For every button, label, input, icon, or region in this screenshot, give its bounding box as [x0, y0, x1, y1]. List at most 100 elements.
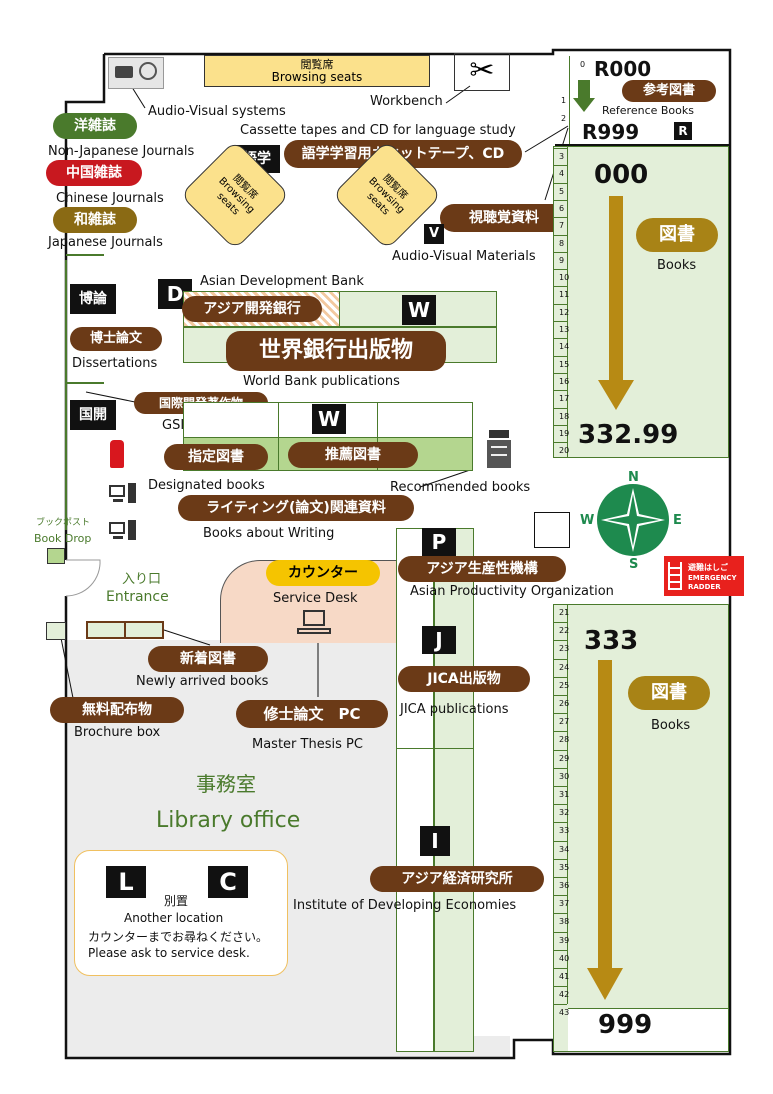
books-upper-arrow-head: [598, 380, 634, 410]
books-lower-row-number: 35: [559, 862, 570, 872]
apo-label: Asian Productivity Organization: [410, 584, 614, 599]
shelf-divider-1: [278, 403, 279, 437]
books-lower-row-number: 41: [559, 972, 570, 981]
l-block: L: [106, 866, 146, 898]
apo-block: P: [422, 528, 456, 556]
compass-star-icon: [601, 488, 665, 552]
books-upper-label: Books: [657, 258, 697, 273]
books-lower-label: Books: [651, 718, 691, 733]
shelf-row-line: [554, 442, 567, 444]
shelf-row-line: [554, 303, 567, 305]
browsing-seats-top-jp: 閲覧席: [300, 58, 334, 71]
books-upper-row-number: 18: [559, 411, 570, 421]
reference-start: R000: [594, 57, 652, 81]
shelf-row-line: [554, 165, 567, 167]
jica-pill: JICA出版物: [398, 666, 530, 692]
books-lower-row-number: 31: [559, 790, 570, 799]
books-lower-row-number: 21: [559, 608, 570, 617]
shelf-row-line: [554, 731, 567, 733]
shelf-divider-3: [278, 438, 279, 470]
shelf-row-line: [554, 840, 567, 842]
middle-shelf-column-a: [396, 528, 434, 1052]
ide-block: I: [420, 826, 450, 856]
books-upper-row-number: 15: [559, 359, 570, 369]
v-block: V: [424, 224, 444, 244]
books-lower-divider: [567, 604, 568, 1004]
copier-icon: [487, 430, 513, 470]
adb-shelf-divider: [339, 292, 340, 326]
ide-label: Institute of Developing Economies: [293, 898, 517, 913]
shelf-row-line: [554, 895, 567, 897]
shelf-row-line: [554, 931, 567, 933]
another-en2: Please ask to service desk.: [88, 946, 250, 960]
books-lower-row-number: 22: [559, 626, 570, 636]
compass-s: S: [629, 557, 639, 572]
another-jp: 別置: [164, 894, 189, 908]
shelf-row-line: [554, 199, 567, 201]
shelf-row-line: [554, 355, 567, 357]
books-upper-shelf: [553, 146, 729, 458]
shelf-row-line: [554, 676, 567, 678]
emergency-en2: RADDER: [688, 583, 721, 591]
books-upper-row-number: 13: [559, 325, 570, 334]
office-jp: 事務室: [196, 772, 256, 796]
recommended-label: Recommended books: [390, 480, 531, 495]
shelf-row-line: [554, 658, 567, 660]
books-lower-row-number: 26: [559, 699, 570, 708]
writing-label: Books about Writing: [203, 526, 335, 541]
another-jp2: カウンターまでお尋ねください。: [88, 930, 269, 944]
books-lower-end: 999: [598, 1010, 653, 1040]
books-upper-row-number: 4: [559, 169, 565, 179]
books-lower-row-number: 23: [559, 644, 570, 654]
designated-pill: 指定図書: [164, 444, 268, 470]
books-upper-row-number: 8: [559, 238, 565, 248]
compass-n: N: [628, 470, 639, 485]
non-japanese-journals-label: Non-Japanese Journals: [48, 144, 195, 159]
emergency-ladder-sign: 避難はしご EMERGENCY RADDER: [664, 556, 744, 596]
thesis-pc-label: Master Thesis PC: [252, 737, 363, 752]
ref-num-1: 1: [561, 96, 567, 105]
ref-num-0: 0: [580, 60, 586, 69]
laptop-icon: [297, 610, 333, 638]
books-upper-divider: [567, 146, 568, 458]
counter-pill: カウンター: [266, 560, 380, 586]
brochure-box: [46, 622, 66, 640]
shelf-row-line: [554, 877, 567, 878]
books-lower-row-number: 38: [559, 917, 570, 927]
books-lower-row-number: 40: [559, 953, 570, 963]
av-systems-icon: [108, 57, 164, 89]
entrance-jp: 入り口: [122, 572, 162, 587]
middle-shelf-divider: [396, 748, 474, 749]
bookdrop-box: [47, 548, 65, 564]
books-upper-row-number: 7: [559, 221, 565, 231]
books-upper-row-number: 16: [559, 376, 570, 386]
adb-pill: アジア開発銀行: [182, 296, 322, 322]
books-upper-row-number: 6: [559, 203, 565, 213]
books-upper-arrow-icon: [609, 196, 623, 382]
books-lower-row-number: 32: [559, 808, 570, 818]
books-upper-row-number: 12: [559, 307, 570, 317]
wb-block-1: W: [402, 295, 436, 325]
books-lower-row-number: 27: [559, 717, 570, 727]
compass-w: W: [580, 513, 595, 528]
cassette-label: Cassette tapes and CD for language study: [240, 123, 516, 138]
books-upper-row-number: 9: [559, 255, 565, 265]
shelf-row-line: [554, 622, 567, 624]
ref-num-2: 2: [561, 114, 567, 123]
shelf-row-line: [554, 713, 567, 715]
books-lower-row-number: 25: [559, 680, 570, 690]
books-lower-row-number: 24: [559, 662, 570, 672]
books-upper-row-number: 14: [559, 342, 570, 352]
shelf-row-line: [554, 804, 567, 806]
reference-label: Reference Books: [602, 104, 694, 117]
another-en: Another location: [124, 911, 224, 925]
shelf-row-line: [554, 858, 567, 860]
emergency-jp: 避難はしご: [688, 563, 728, 572]
books-lower-row-number: 30: [559, 771, 570, 781]
books-lower-row-number: 34: [559, 844, 570, 854]
books-lower-row-number: 37: [559, 899, 570, 909]
brochure-pill: 無料配布物: [50, 697, 184, 723]
wb-block-2: W: [312, 404, 346, 434]
shelf-row-line: [554, 217, 567, 219]
thesis-pc-pill: 修士論文 PC: [236, 700, 388, 728]
